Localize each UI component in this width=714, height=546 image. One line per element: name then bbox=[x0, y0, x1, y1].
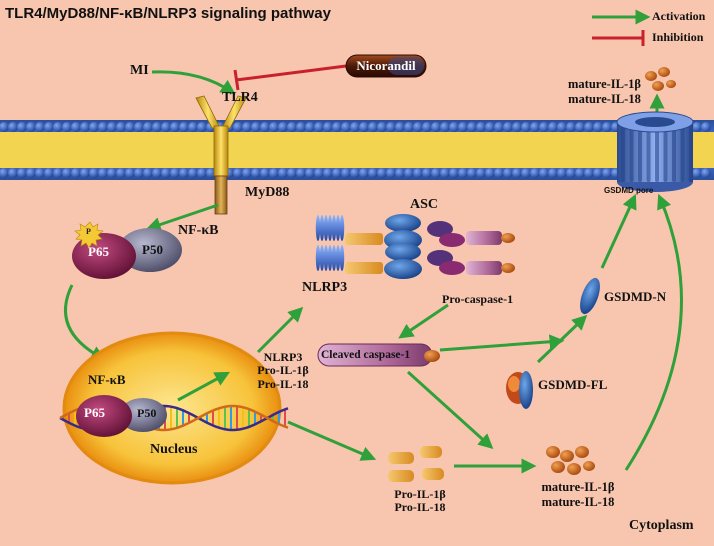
p50-label-nucleus: P50 bbox=[137, 406, 157, 420]
cytoplasm-label: Cytoplasm bbox=[629, 518, 694, 533]
gsdmdn-to-pore-arrow bbox=[600, 193, 637, 269]
nfkb-label-nucleus: NF-κB bbox=[88, 372, 126, 387]
legend bbox=[592, 9, 651, 46]
pro-il1b-label: Pro-IL-1β bbox=[394, 487, 446, 501]
phosphate-label: P bbox=[86, 227, 91, 236]
myd88-to-nfkb-arrow bbox=[145, 203, 219, 232]
mature-to-pore-arrow bbox=[624, 193, 683, 471]
mature-il1b-label-top: mature-IL-1β bbox=[568, 77, 642, 91]
gsdmd-fl-protein bbox=[506, 371, 533, 409]
pro-il-molecules bbox=[388, 446, 444, 482]
gene-pro-il18-label: Pro-IL-18 bbox=[257, 376, 309, 391]
released-cytokines bbox=[645, 67, 676, 91]
nfkb-to-nucleus-arrow bbox=[63, 284, 106, 361]
legend-activation-label: Activation bbox=[652, 9, 706, 23]
cleaved-to-mature-arrow bbox=[406, 370, 494, 450]
gene-pro-il1b-label: Pro-IL-1β bbox=[257, 363, 309, 378]
gsdmd-n-label: GSDMD-N bbox=[604, 289, 667, 304]
p65-label-cytoplasm: P65 bbox=[88, 244, 109, 259]
mature-il-label: mature-IL-1β mature-IL-18 bbox=[528, 480, 628, 510]
mature-il1b-label-bottom: mature-IL-1β bbox=[541, 480, 615, 494]
pore-subunits bbox=[621, 124, 693, 182]
figure-title: TLR4/MyD88/NF-κB/NLRP3 signaling pathway bbox=[5, 5, 331, 22]
mature-il-molecules bbox=[546, 446, 595, 475]
nfkb-complex-nucleus bbox=[76, 395, 167, 437]
released-cytokines-label: mature-IL-1β mature-IL-18 bbox=[568, 77, 641, 108]
transcription-arrow bbox=[177, 371, 230, 402]
mature-il18-label-bottom: mature-IL-18 bbox=[541, 495, 615, 509]
nicorandil-label: Nicorandil bbox=[356, 58, 416, 73]
phosphate-badge bbox=[74, 221, 104, 249]
gsdmd-pore-label: GSDMD pore bbox=[604, 186, 654, 195]
pro-il18-label: Pro-IL-18 bbox=[394, 500, 446, 515]
pro-il-label: Pro-IL-1β Pro-IL-18 bbox=[380, 487, 460, 515]
nicorandil-inhibition bbox=[233, 64, 347, 91]
gene-nlrp3-label: NLRP3 bbox=[263, 350, 303, 364]
nlrp3-receptors bbox=[315, 215, 345, 271]
myd88-label: MyD88 bbox=[245, 185, 290, 200]
target-genes-label: NLRP3 Pro-IL-1β Pro-IL-18 bbox=[238, 350, 328, 391]
cleaved-caspase1 bbox=[317, 343, 440, 367]
legend-inhibition-label: Inhibition bbox=[652, 30, 704, 44]
cell-membrane bbox=[0, 120, 714, 180]
mi-to-tlr4-arrow bbox=[151, 70, 236, 95]
tlr4-receptor bbox=[195, 95, 247, 177]
nucleus-to-proil-arrow bbox=[287, 420, 377, 461]
tlr4-label: TLR4 bbox=[222, 90, 258, 105]
procaspase-to-cleaved-arrow bbox=[398, 303, 449, 339]
nfkb-label-cytoplasm: NF-κB bbox=[178, 223, 219, 238]
myd88-stalk bbox=[214, 175, 228, 215]
gsdmd-fl-label: GSDMD-FL bbox=[538, 377, 608, 392]
nucleus-label: Nucleus bbox=[150, 442, 198, 457]
mi-label: MI bbox=[130, 63, 149, 78]
nlrp3-inflammasome bbox=[315, 214, 515, 279]
p65-label-nucleus: P65 bbox=[84, 405, 105, 420]
p50-label-cytoplasm: P50 bbox=[142, 242, 163, 257]
cleaved-to-gsdmdn-arrow bbox=[439, 334, 565, 352]
mature-il18-label-top: mature-IL-18 bbox=[568, 92, 641, 107]
gsdmd-pore bbox=[616, 111, 694, 192]
gsdmdfl-to-gsdmdn-arrow bbox=[536, 314, 588, 364]
gsdmd-n-protein bbox=[580, 277, 600, 315]
nucleus-to-nlrp3-arrow bbox=[256, 306, 304, 354]
nfkb-complex-cytoplasm bbox=[72, 221, 182, 279]
cleaved-caspase1-label: Cleaved caspase-1 bbox=[321, 349, 411, 361]
nlrp3-label: NLRP3 bbox=[302, 280, 348, 295]
asc-label: ASC bbox=[410, 197, 439, 212]
pro-caspase1-label: Pro-caspase-1 bbox=[442, 292, 514, 306]
